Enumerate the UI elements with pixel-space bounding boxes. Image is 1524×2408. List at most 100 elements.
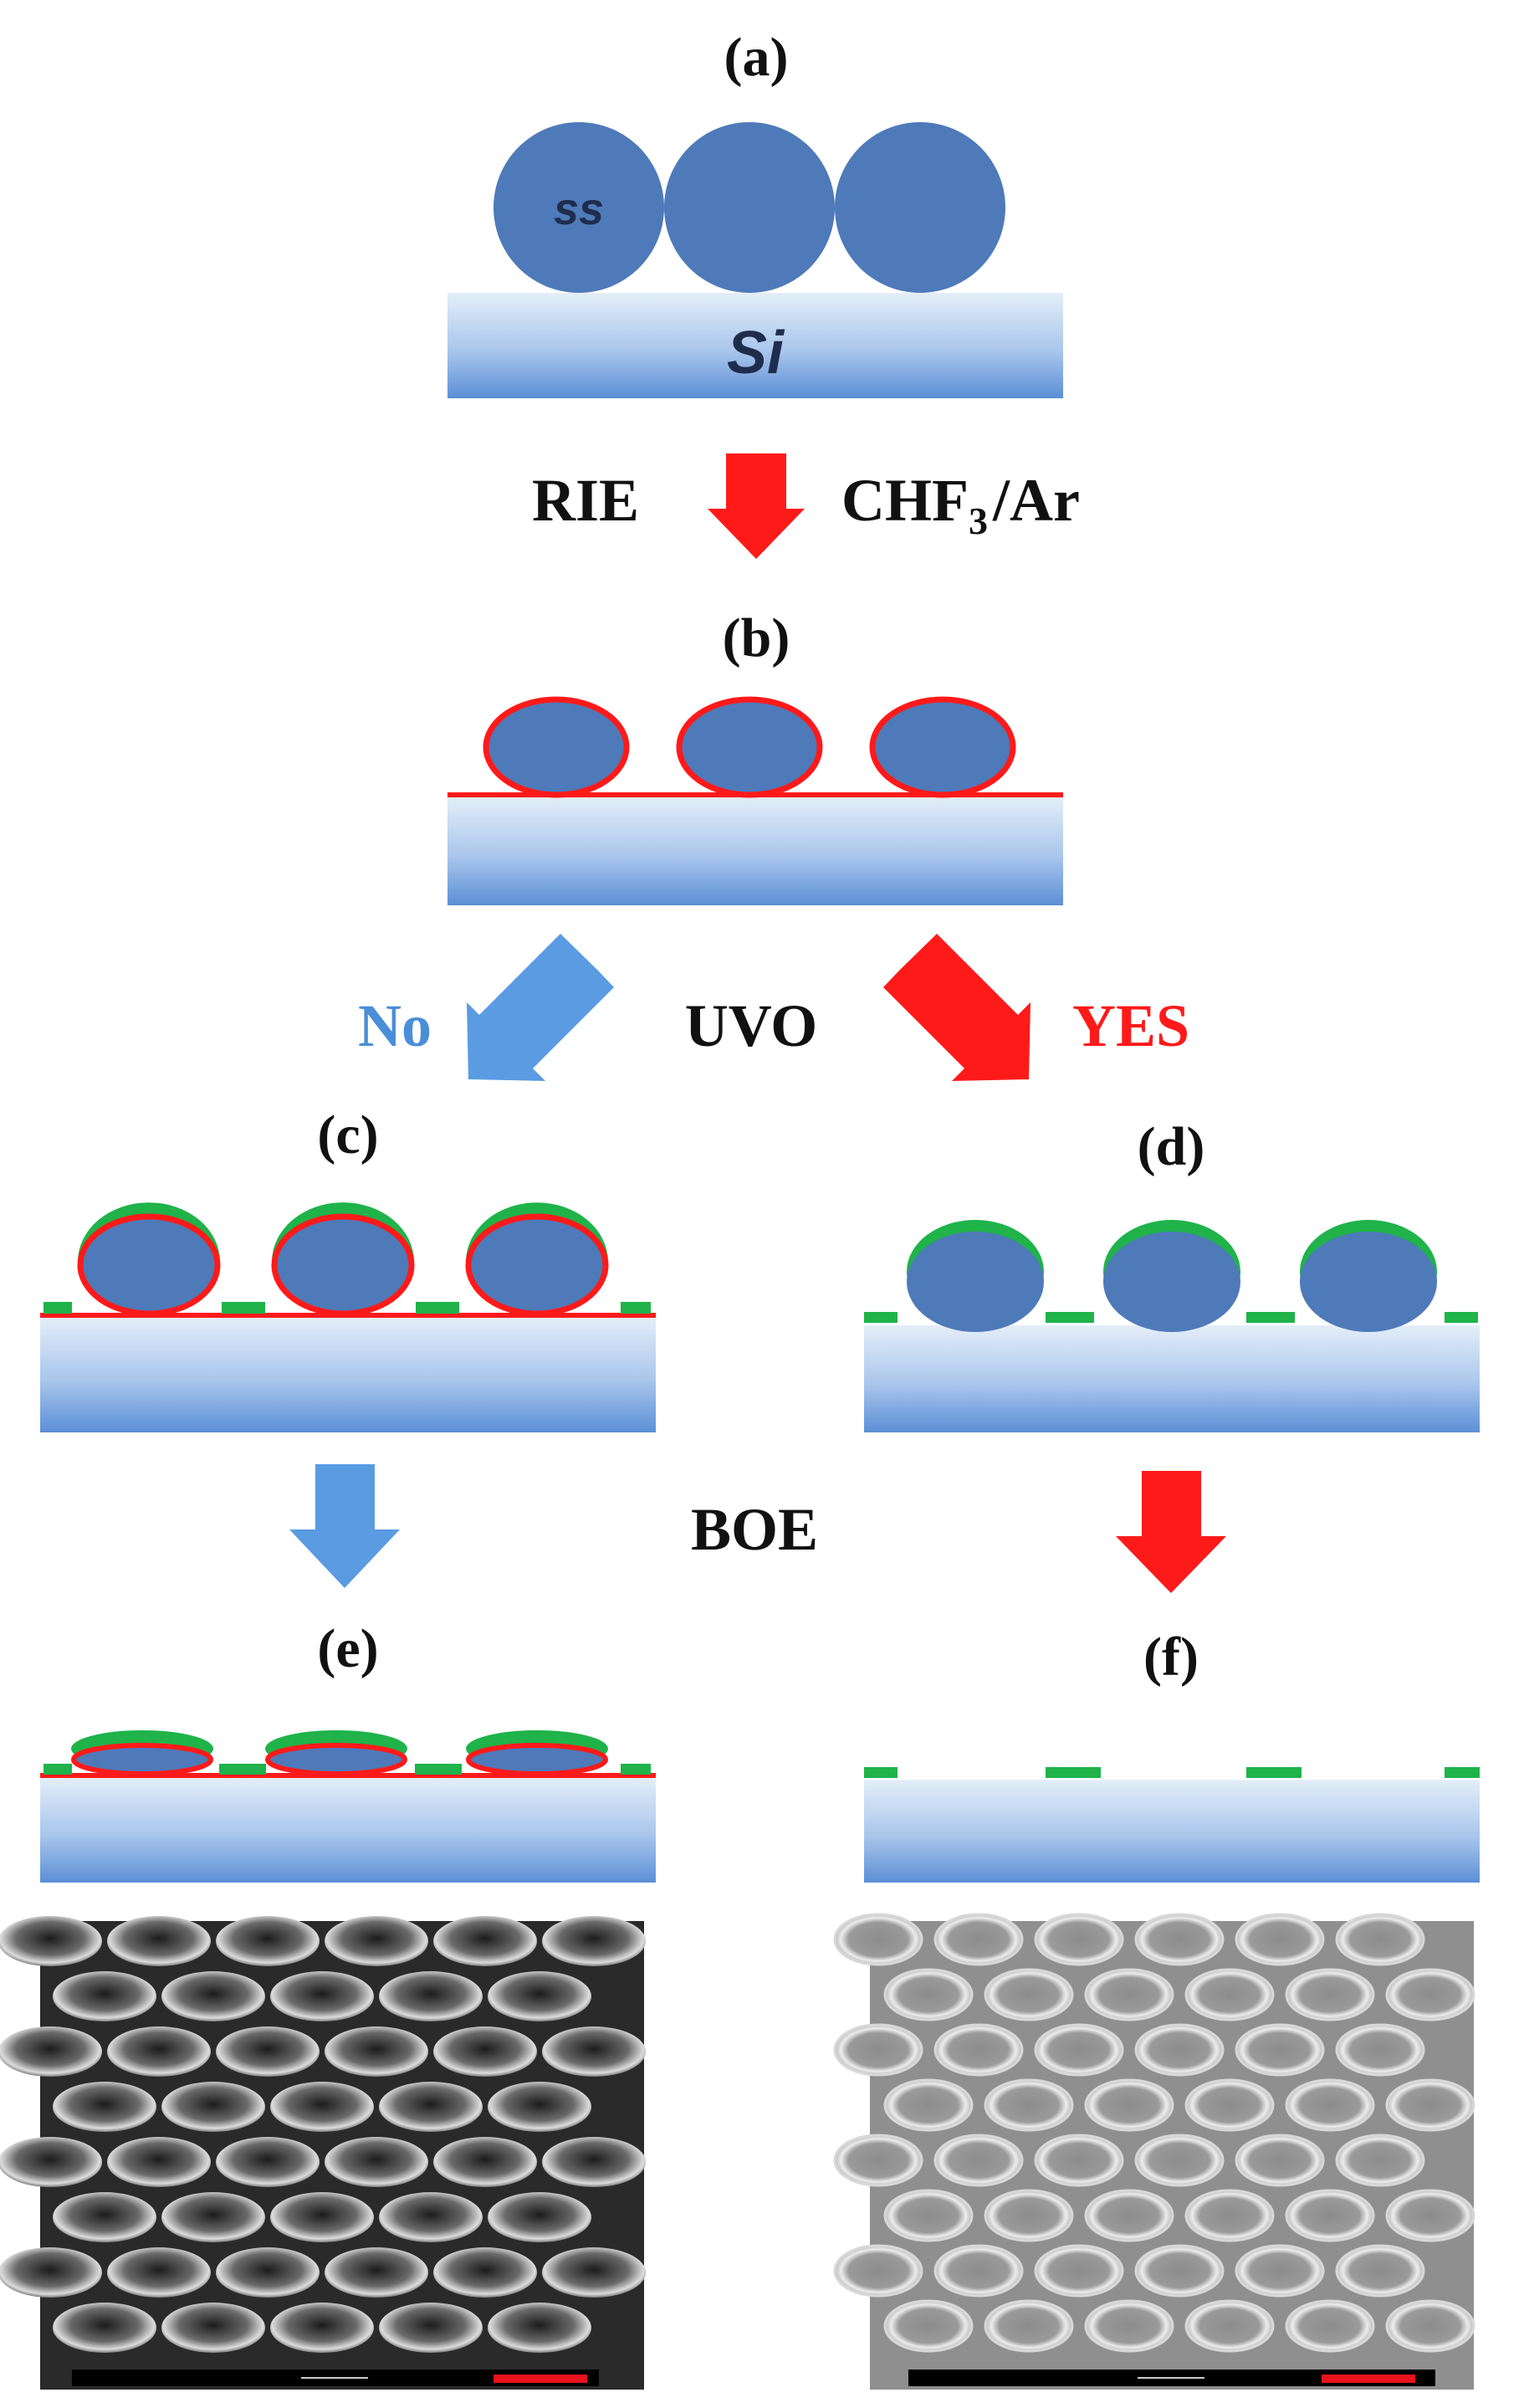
sem-ring bbox=[1235, 2244, 1325, 2298]
sem-ring bbox=[1184, 1968, 1275, 2021]
coated-sphere bbox=[77, 1202, 221, 1317]
sem-particle bbox=[542, 1916, 646, 1966]
capped-sphere bbox=[1103, 1220, 1240, 1332]
sem-ring bbox=[1084, 1968, 1174, 2021]
sem-ring bbox=[1385, 2299, 1475, 2353]
sem-particle bbox=[216, 2137, 320, 2187]
sem-ring bbox=[933, 1913, 1024, 1966]
sem-ring bbox=[833, 1913, 923, 1966]
sem-particle bbox=[270, 2082, 374, 2132]
sem-ring bbox=[1134, 2023, 1225, 2077]
sem-particle bbox=[542, 2137, 646, 2187]
sem-particle bbox=[216, 2247, 320, 2298]
sem-ring bbox=[883, 1968, 974, 2021]
sem-particle bbox=[433, 2137, 537, 2187]
sem-ring bbox=[1034, 2244, 1124, 2298]
sem-ring bbox=[984, 2299, 1074, 2353]
gas-label: CHF3/Ar bbox=[841, 467, 1080, 542]
substrate-d bbox=[864, 1325, 1480, 1432]
flattened-sphere bbox=[265, 1730, 407, 1776]
sem-particle bbox=[53, 2303, 156, 2353]
sem-particle bbox=[107, 2247, 211, 2298]
sem-particle bbox=[216, 2026, 320, 2077]
sem-ring bbox=[1335, 2023, 1425, 2077]
panel-label-e: (e) bbox=[317, 1618, 378, 1679]
sem-particle bbox=[270, 2192, 374, 2242]
sem-particle bbox=[0, 2247, 102, 2298]
sem-particle bbox=[53, 1971, 156, 2021]
down-arrow-icon bbox=[1116, 1471, 1226, 1593]
sem-ring bbox=[1134, 2244, 1225, 2298]
sphere bbox=[835, 122, 1005, 293]
sem-particle bbox=[325, 2247, 428, 2298]
panel-label-a: (a) bbox=[724, 27, 789, 88]
sem-particle bbox=[270, 2303, 374, 2353]
sem-particle bbox=[53, 2082, 156, 2132]
sem-ring bbox=[1235, 1913, 1325, 1966]
substrate-label: Si bbox=[727, 320, 785, 387]
capped-sphere bbox=[907, 1220, 1044, 1332]
sem-particle bbox=[325, 2137, 428, 2187]
sem-particle bbox=[433, 2026, 537, 2077]
sem-ring bbox=[1335, 2244, 1425, 2298]
sem-ring bbox=[833, 2134, 923, 2187]
sem-particle bbox=[161, 2082, 265, 2132]
sem-ring bbox=[1285, 1968, 1375, 2021]
sem-particle bbox=[542, 2026, 646, 2077]
sem-ring bbox=[933, 2134, 1024, 2187]
sem-ring bbox=[1235, 2134, 1325, 2187]
sem-ring bbox=[1034, 2134, 1124, 2187]
sem-ring bbox=[1285, 2078, 1375, 2132]
green-dash-group bbox=[864, 1312, 1478, 1323]
sem-particle bbox=[0, 2026, 102, 2077]
flattened-sphere bbox=[71, 1730, 213, 1776]
sem-ring bbox=[1034, 1913, 1124, 1966]
sem-particle bbox=[270, 1971, 374, 2021]
sem-particle bbox=[325, 2026, 428, 2077]
down-left-arrow-icon bbox=[467, 934, 614, 1081]
boe-label: BOE bbox=[691, 1496, 818, 1563]
sphere-label: ss bbox=[554, 184, 604, 234]
sem-ring bbox=[883, 2299, 974, 2353]
etched-sphere bbox=[869, 696, 1016, 798]
sem-particle bbox=[0, 2137, 102, 2187]
sem-ring bbox=[1184, 2299, 1275, 2353]
down-arrow-icon bbox=[708, 453, 805, 559]
sem-ring bbox=[1385, 2078, 1475, 2132]
sem-ring bbox=[1285, 2189, 1375, 2242]
sem-particle bbox=[107, 2026, 211, 2077]
sem-ring bbox=[984, 2078, 1074, 2132]
down-right-arrow-icon bbox=[883, 934, 1030, 1081]
sem-ring bbox=[1385, 2189, 1475, 2242]
sem-image-right bbox=[833, 1913, 1475, 2390]
sem-particle bbox=[107, 1916, 211, 1966]
green-cap-group bbox=[43, 1764, 651, 1775]
sem-particle bbox=[379, 2303, 483, 2353]
sem-ring bbox=[1385, 1968, 1475, 2021]
substrate-f bbox=[864, 1780, 1480, 1883]
sem-particle bbox=[53, 2192, 156, 2242]
substrate-a bbox=[447, 293, 1063, 398]
sem-ring bbox=[984, 2189, 1074, 2242]
sem-particle bbox=[488, 2303, 591, 2353]
sem-particle bbox=[161, 1971, 265, 2021]
yes-label: YES bbox=[1072, 992, 1189, 1059]
sem-ring bbox=[1335, 1913, 1425, 1966]
sem-ring bbox=[933, 2023, 1024, 2077]
sem-ring bbox=[933, 2244, 1024, 2298]
sem-ring bbox=[1184, 2078, 1275, 2132]
coated-sphere bbox=[271, 1202, 415, 1317]
sem-particle bbox=[216, 1916, 320, 1966]
sem-ring bbox=[833, 2244, 923, 2298]
green-cap-group bbox=[43, 1302, 651, 1314]
sem-ring bbox=[984, 1968, 1074, 2021]
sem-particle bbox=[0, 1916, 102, 1966]
sem-ring bbox=[1335, 2134, 1425, 2187]
sem-ring bbox=[1235, 2023, 1325, 2077]
rie-label: RIE bbox=[532, 467, 639, 534]
sem-particle bbox=[488, 1971, 591, 2021]
sem-ring bbox=[1084, 2078, 1174, 2132]
sem-ring bbox=[883, 2189, 974, 2242]
sem-particle bbox=[379, 2082, 483, 2132]
